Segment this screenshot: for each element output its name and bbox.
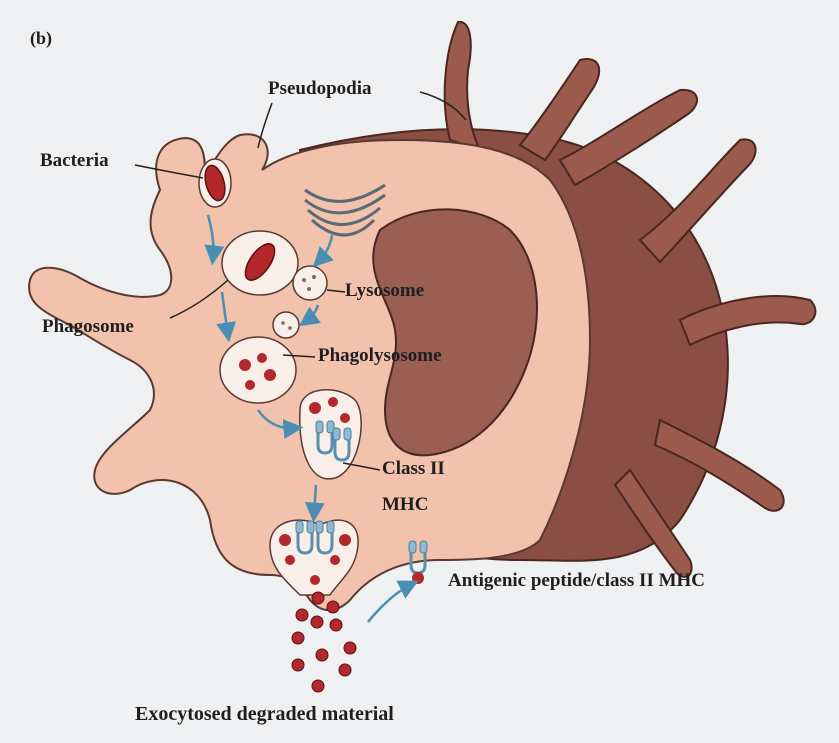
- label-class2-line1: Class II: [382, 458, 445, 480]
- label-lysosome: Lysosome: [345, 280, 424, 302]
- bacterium-engulfed: [199, 159, 231, 207]
- label-exocytosed: Exocytosed degraded material: [135, 703, 394, 726]
- label-antigenic-peptide: Antigenic peptide/class II MHC: [448, 570, 705, 592]
- label-class2-line2: MHC: [382, 494, 428, 516]
- panel-label: (b): [30, 28, 52, 49]
- phagosome-vesicle: [222, 231, 298, 295]
- phagolysosome-vesicle: [220, 337, 296, 403]
- label-phagolysosome: Phagolysosome: [318, 345, 442, 367]
- label-bacteria: Bacteria: [40, 150, 109, 172]
- label-phagosome: Phagosome: [42, 316, 134, 338]
- label-pseudopodia: Pseudopodia: [268, 78, 371, 100]
